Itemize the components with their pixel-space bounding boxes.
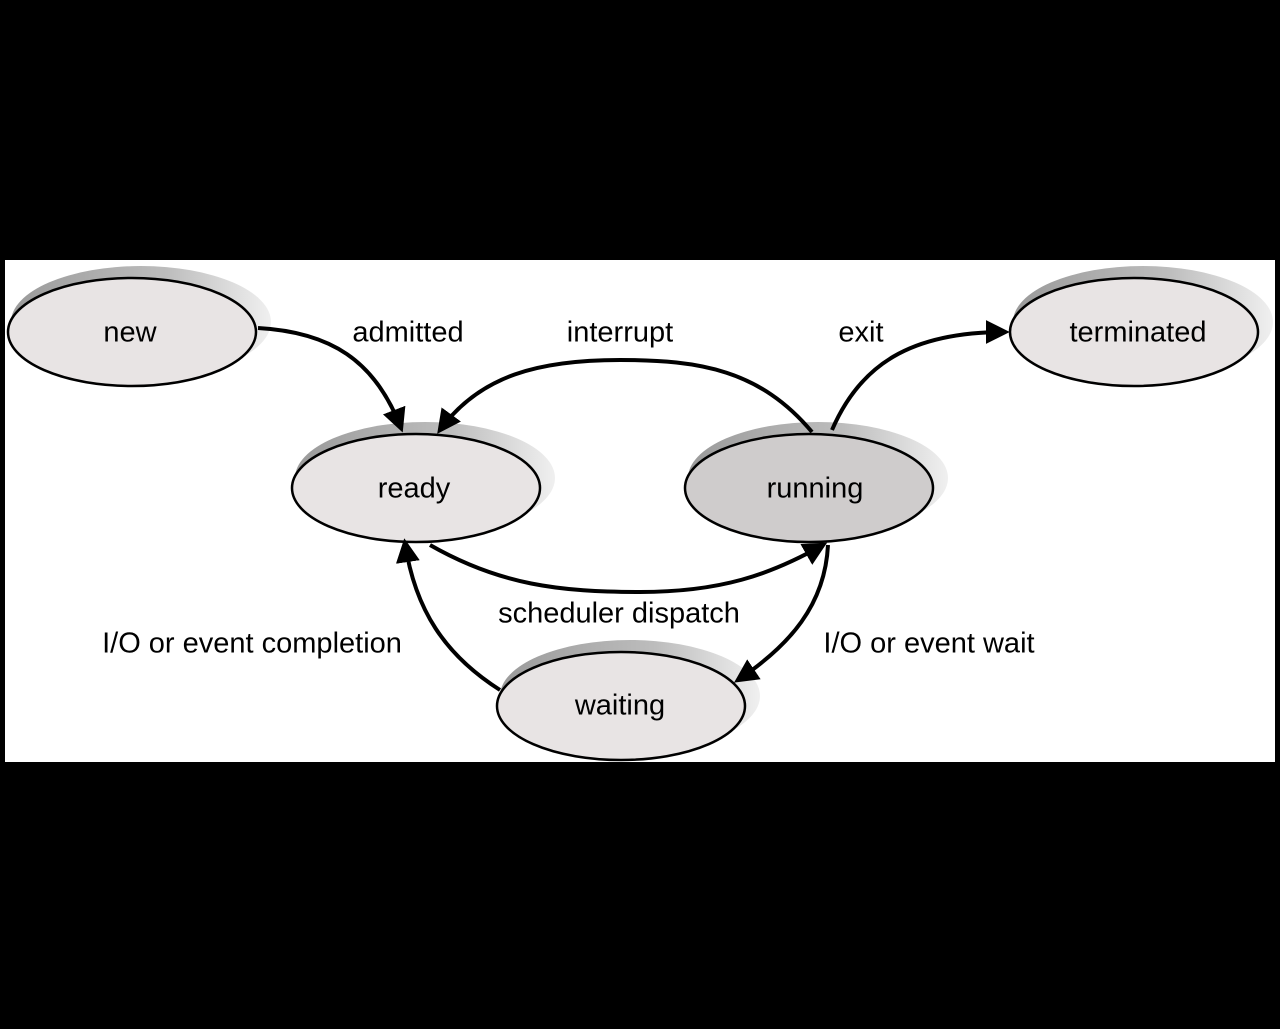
- io-completion-edge: [395, 538, 502, 692]
- admitted-edge: [257, 326, 406, 433]
- interrupt-label: interrupt: [567, 317, 673, 349]
- terminated-label: terminated: [1069, 317, 1206, 349]
- interrupt-edge: [437, 357, 814, 434]
- io-completion-label: I/O or event completion: [102, 628, 402, 660]
- new-node: [6, 276, 258, 388]
- running-label: running: [767, 473, 864, 505]
- scheduler-dispatch-edge: [429, 542, 828, 595]
- waiting-node: [495, 650, 747, 762]
- exit-label: exit: [838, 317, 883, 349]
- running-node: [683, 432, 935, 544]
- waiting-label: waiting: [574, 690, 665, 722]
- admitted-label: admitted: [352, 317, 463, 349]
- io-wait-edge: [734, 544, 830, 683]
- ready-label: ready: [378, 473, 451, 505]
- io-wait-label: I/O or event wait: [823, 628, 1034, 660]
- new-label: new: [103, 317, 157, 349]
- exit-edge: [830, 320, 1010, 431]
- scheduler-dispatch-label: scheduler dispatch: [498, 598, 740, 630]
- terminated-node: [1008, 276, 1260, 388]
